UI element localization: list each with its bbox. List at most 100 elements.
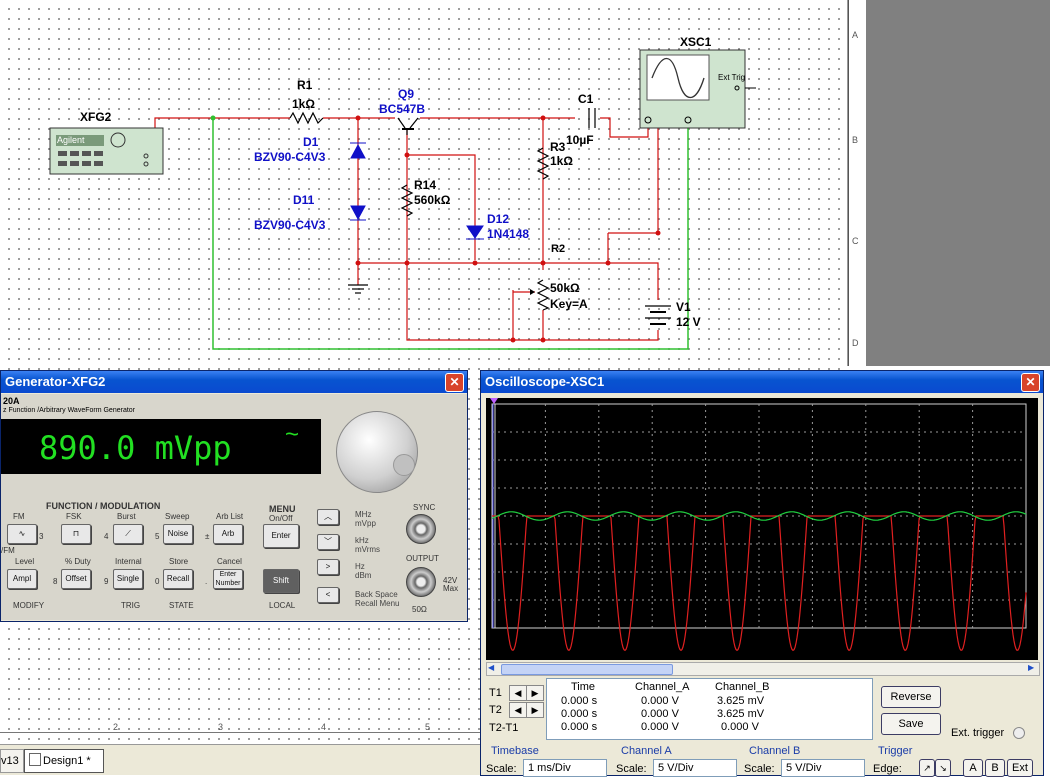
t1-channel-b: 3.625 mV [717,695,765,707]
ruler-mark: 3 [218,722,224,732]
edge-label: Edge: [873,763,902,775]
cancel-label: Cancel [217,557,242,566]
sync-label: SYNC [413,503,436,512]
arblist-label: Arb List [216,512,244,521]
t1-left-arrow[interactable]: ◀ [509,685,527,701]
trigger-a-button[interactable]: A [963,759,983,777]
r1-value: 1kΩ [292,97,315,111]
waveform-sine-icon: ~ [285,421,300,448]
ruler-mark: 2 [113,722,119,732]
square-button[interactable]: ⊓ [61,524,91,544]
measurement-table: Time Channel_A Channel_B 0.000 s 0.000 V… [546,678,873,740]
timebase-scale-field[interactable]: 1 ms/Div [523,759,607,777]
design-tab-bar: v13 Design1 * [0,744,480,775]
knob-indent-icon [393,454,415,476]
up-arrow-button[interactable]: ︿ [317,509,339,525]
channel-b-scale-field[interactable]: 5 V/Div [781,759,865,777]
down-arrow-button[interactable]: ﹀ [317,534,339,550]
left-arrow-button[interactable]: < [317,587,339,603]
generator-ref-label: XFG2 [80,110,112,124]
channel-a-scale-label: Scale: [616,763,647,775]
recall-button[interactable]: Recall [163,569,193,589]
trigger-header: Trigger [878,745,913,757]
chevron-up-icon: ︿ [324,512,332,521]
ramp-button[interactable]: ⟋ [113,524,143,544]
oscilloscope-title: Oscilloscope-XSC1 [485,374,605,389]
channel-b-scale-label: Scale: [744,763,775,775]
ruler-line [0,732,480,733]
shift-button[interactable]: Shift [263,569,299,593]
falling-edge-button[interactable]: ↘ [935,759,951,777]
zone-label: A [852,30,859,40]
channel-b-header: Channel B [749,745,801,757]
right-arrow-button[interactable]: > [317,559,339,575]
generator-titlebar[interactable]: Generator-XFG2 ✕ [1,371,467,393]
t2-left-arrow[interactable]: ◀ [509,702,527,718]
scroll-right-icon[interactable]: ▶ [1028,663,1035,672]
generator-panel: 20A z Function /Arbitrary WaveForm Gener… [1,394,467,620]
digit-label: 3 [39,532,44,541]
enter-button[interactable]: Enter [263,524,299,548]
save-button[interactable]: Save [881,713,941,735]
digit-label: 4 [104,532,109,541]
chevron-left-icon: < [325,590,331,599]
ramp-wave-icon: ⟋ [125,529,131,538]
ampl-button[interactable]: Ampl [7,569,37,589]
d1-model: BZV90-C4V3 [254,150,326,164]
t1-right-arrow[interactable]: ▶ [526,685,544,701]
noise-button[interactable]: Noise [163,524,193,544]
tab-previous[interactable]: v13 [0,749,24,773]
chevron-right-icon: > [325,562,331,571]
max-voltage-label: 42V Max [443,576,459,593]
zone-label: C [852,236,859,246]
reverse-button[interactable]: Reverse [881,686,941,708]
offset-button[interactable]: Offset [61,569,91,589]
scope-screen[interactable] [486,398,1038,660]
digit-label: . [205,577,208,586]
generator-display: 890.0 mVpp ~ [1,419,321,474]
function-modulation-header: FUNCTION / MODULATION [46,501,161,511]
scroll-left-icon[interactable]: ◀ [488,663,495,672]
channel-a-scale-field[interactable]: 5 V/Div [653,759,737,777]
fm-sub-label: /FM [1,546,15,555]
sine-button[interactable]: ∿ [7,524,37,544]
digit-label: 5 [155,532,160,541]
output-label: OUTPUT [406,554,439,563]
t2-right-arrow[interactable]: ▶ [526,702,544,718]
arb-button[interactable]: Arb [213,524,243,544]
r2-key: Key=A [550,297,588,311]
c1-name: C1 [578,92,594,106]
rising-edge-button[interactable]: ↗ [919,759,935,777]
single-button[interactable]: Single [113,569,143,589]
close-icon[interactable]: ✕ [1021,373,1040,392]
sine-wave-icon: ∿ [18,529,26,538]
tab-design1[interactable]: Design1 * [24,749,104,773]
t1-time: 0.000 s [561,695,598,707]
digit-label: 0 [155,577,160,586]
trigger-b-button[interactable]: B [985,759,1005,777]
close-icon[interactable]: ✕ [445,373,464,392]
ext-trigger-connector[interactable] [1013,727,1025,739]
generator-title: Generator-XFG2 [5,374,106,389]
zone-label: B [852,135,859,145]
scope-scrollbar[interactable]: ◀ ▶ [486,662,1040,676]
rotary-knob[interactable] [336,411,418,493]
unit-mhz: MHz [355,510,372,519]
oscilloscope-window[interactable]: Oscilloscope-XSC1 ✕ ◀ ▶ T1 T2 T2-T1 ◀ ▶ … [480,370,1044,777]
sync-connector[interactable] [406,514,436,544]
t1-channel-a: 0.000 V [641,695,679,707]
generator-model: 20A [3,396,20,406]
trigger-ext-button[interactable]: Ext [1007,759,1033,777]
d11-model: BZV90-C4V3 [254,218,326,232]
enter-number-button[interactable]: Enter Number [213,569,243,589]
oscilloscope-titlebar[interactable]: Oscilloscope-XSC1 ✕ [481,371,1043,393]
unit-hz: Hz [355,562,365,571]
local-label: LOCAL [269,601,296,610]
document-icon [29,753,41,766]
output-connector[interactable] [406,567,436,597]
d11-name: D11 [293,193,315,207]
q9-name: Q9 [398,87,415,101]
scroll-thumb[interactable] [501,664,673,675]
r2-value: 50kΩ [550,281,580,295]
generator-window[interactable]: Generator-XFG2 ✕ 20A z Function /Arbitra… [0,370,468,622]
